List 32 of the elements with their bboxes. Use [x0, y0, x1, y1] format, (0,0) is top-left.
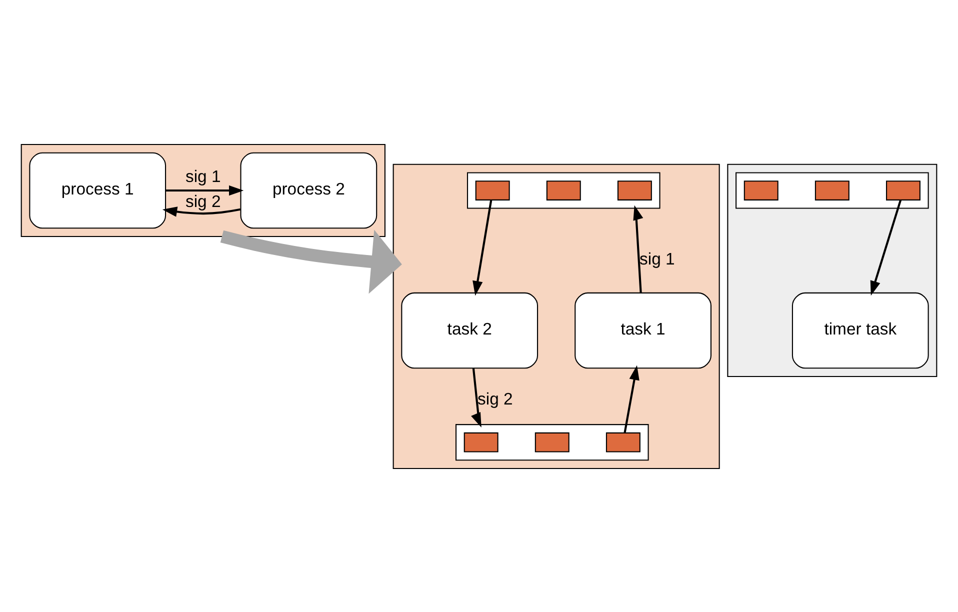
- cluster: [466, 172, 660, 208]
- node-box: timer task: [792, 292, 929, 368]
- arrow: [870, 199, 902, 296]
- cluster: [455, 424, 649, 460]
- node-box: [617, 180, 652, 200]
- node-box: process 2: [240, 152, 378, 228]
- cluster: [20, 144, 386, 237]
- cluster: [727, 163, 938, 377]
- node-box: [546, 180, 581, 200]
- arrow: [624, 364, 640, 432]
- cluster: [736, 172, 929, 208]
- arrow: [472, 200, 492, 296]
- arrow: [162, 206, 241, 216]
- node-box: [886, 180, 920, 200]
- cluster: [392, 163, 720, 468]
- arrow: [220, 229, 402, 294]
- edge-label: sig 1: [185, 166, 221, 186]
- node-box: [534, 432, 570, 452]
- edge-label: sig 1: [640, 248, 675, 268]
- edge-label: sig 2: [185, 192, 221, 211]
- node-box: [744, 180, 778, 200]
- arrow: [166, 184, 244, 196]
- arrow: [633, 204, 644, 292]
- node-box: task 1: [574, 292, 712, 368]
- edge-label: sig 2: [478, 389, 513, 408]
- node-box: process 1: [29, 152, 166, 228]
- node-box: [475, 180, 510, 200]
- node-box: [606, 432, 640, 452]
- node-box: [464, 432, 498, 452]
- node-box: task 2: [401, 292, 538, 368]
- arrow: [471, 368, 482, 427]
- node-box: [814, 180, 850, 200]
